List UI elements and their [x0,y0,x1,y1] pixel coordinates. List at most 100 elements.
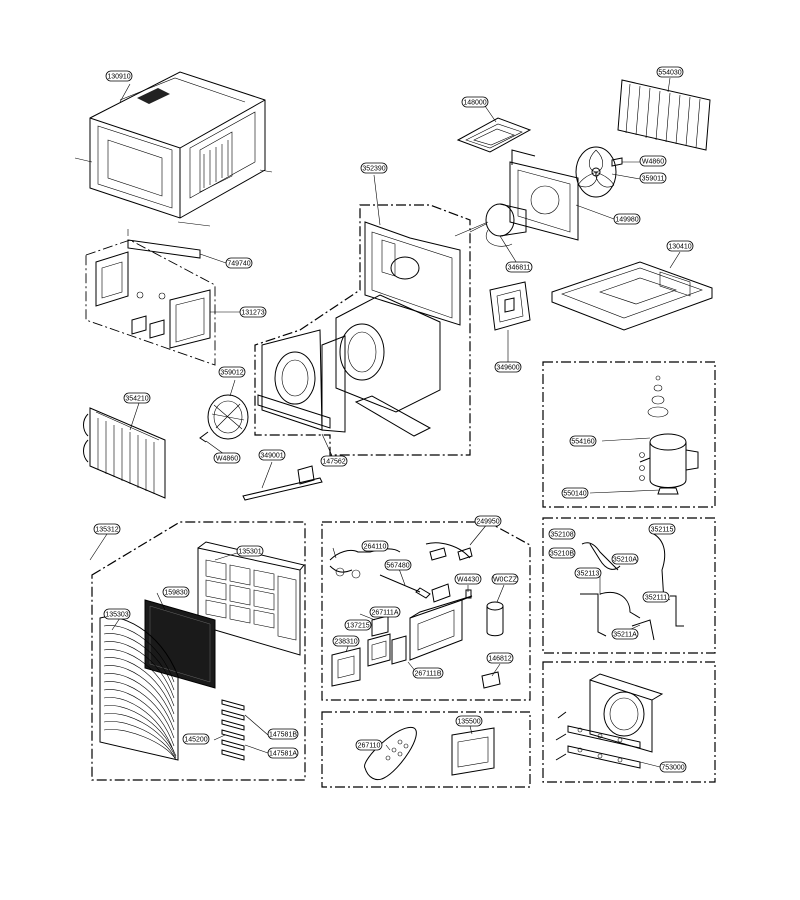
label-135312: 135312 [93,523,121,535]
label-352108: 352108 [548,528,576,540]
label-753000: 753000 [659,761,687,773]
remote-controller [364,727,417,781]
svg-text:135312: 135312 [95,527,118,534]
base-pan [551,261,713,331]
label-352113: 352113 [574,567,602,579]
outer-cabinet [74,71,273,227]
svg-text:267111B: 267111B [415,671,442,678]
top-cover-plate [456,117,532,153]
label-35210B: 35210B [548,547,576,559]
blower-wheel [199,394,249,443]
label-35211A: 35211A [611,628,639,640]
label-554160: 554160 [569,435,597,447]
svg-text:554030: 554030 [658,70,681,77]
louver-vanes [221,699,245,761]
label-35210A: 35210A [611,553,639,565]
svg-text:352111: 352111 [645,595,667,602]
label-352111: 352111 [642,591,670,603]
svg-text:147562: 147562 [322,459,345,466]
label-359011: 359011 [639,172,667,184]
label-130410: 130410 [666,240,694,252]
group-boundary-electrical [321,521,531,701]
label-349001: 349001 [258,449,286,461]
svg-text:352108: 352108 [550,532,573,539]
selector-switch [331,647,361,687]
run-capacitor [486,601,504,637]
small-fastener [465,589,472,599]
drain-pipe [242,465,323,501]
label-135500: 135500 [455,715,483,727]
label-349600: 349600 [494,361,522,373]
label-238310: 238310 [332,635,360,647]
label-W4430: W4430 [454,573,482,585]
svg-text:550140: 550140 [563,491,586,498]
svg-text:35210A: 35210A [613,557,637,564]
svg-text:148000: 148000 [463,100,486,107]
svg-text:346811: 346811 [508,265,531,272]
label-146812: 146812 [486,652,514,664]
condenser-fan [575,146,623,198]
svg-text:137215: 137215 [346,623,369,630]
group-boundary-compressor [542,361,716,508]
group-boundary-remote [321,711,531,788]
svg-text:W4860: W4860 [642,159,664,166]
svg-text:130910: 130910 [107,74,130,81]
svg-text:35211A: 35211A [613,632,637,639]
svg-text:159830: 159830 [164,590,187,597]
svg-text:145200: 145200 [184,737,207,744]
svg-text:W0CZZ: W0CZZ [493,577,518,584]
refrigerant-piping [580,531,684,641]
svg-text:249950: 249950 [476,519,499,526]
terminal-block [481,671,501,689]
shroud-fasteners [555,711,641,769]
svg-text:267110: 267110 [358,743,381,750]
label-267110: 267110 [355,739,383,751]
svg-text:554160: 554160 [571,439,594,446]
label-145200: 145200 [182,733,210,745]
svg-text:753000: 753000 [661,765,684,772]
svg-text:131273: 131273 [241,310,264,317]
label-135301: 135301 [236,545,264,557]
svg-text:146812: 146812 [488,656,511,663]
svg-text:135301: 135301 [238,549,261,556]
svg-text:349001: 349001 [260,453,283,460]
label-352115: 352115 [648,523,676,535]
svg-text:359012: 359012 [220,370,243,377]
fan-motor [454,203,527,247]
control-box-bracket [391,583,473,665]
group-boundary-condenser-shroud [542,661,716,783]
label-W0CZZ: W0CZZ [491,573,519,585]
label-249950: 249950 [474,515,502,527]
label-148000: 148000 [461,96,489,108]
svg-text:135303: 135303 [105,612,128,619]
blower-housing-assembly [257,221,461,437]
remote-holder [451,727,495,776]
group-boundary-front-panel [91,521,306,781]
svg-text:352113: 352113 [577,571,600,578]
label-267111A: 267111A [369,606,401,618]
control-box [489,281,531,331]
label-159830: 159830 [162,586,190,598]
label-359012: 359012 [218,366,246,378]
label-W4860-fan: W4860 [639,155,667,167]
air-filter [144,599,216,689]
svg-text:135500: 135500 [457,719,480,726]
label-554030: 554030 [656,66,684,78]
label-567480: 567480 [384,559,412,571]
svg-text:567480: 567480 [386,563,409,570]
label-147581B: 147581B [267,728,299,740]
label-130910: 130910 [105,70,133,82]
label-149980: 149980 [613,213,641,225]
label-354210: 354210 [123,392,151,404]
svg-text:W4860: W4860 [216,456,238,463]
svg-text:238310: 238310 [334,639,357,646]
label-346811: 346811 [505,261,533,273]
part-labels: 130910 148000 554030 W4860 359011 149980… [93,66,694,773]
label-749740: 749740 [225,257,253,269]
top-bracket-bar [127,229,201,259]
label-550140: 550140 [561,487,589,499]
group-boundary-chassis [254,204,471,456]
thermistor-sensor [379,574,431,599]
svg-text:264110: 264110 [364,544,387,551]
